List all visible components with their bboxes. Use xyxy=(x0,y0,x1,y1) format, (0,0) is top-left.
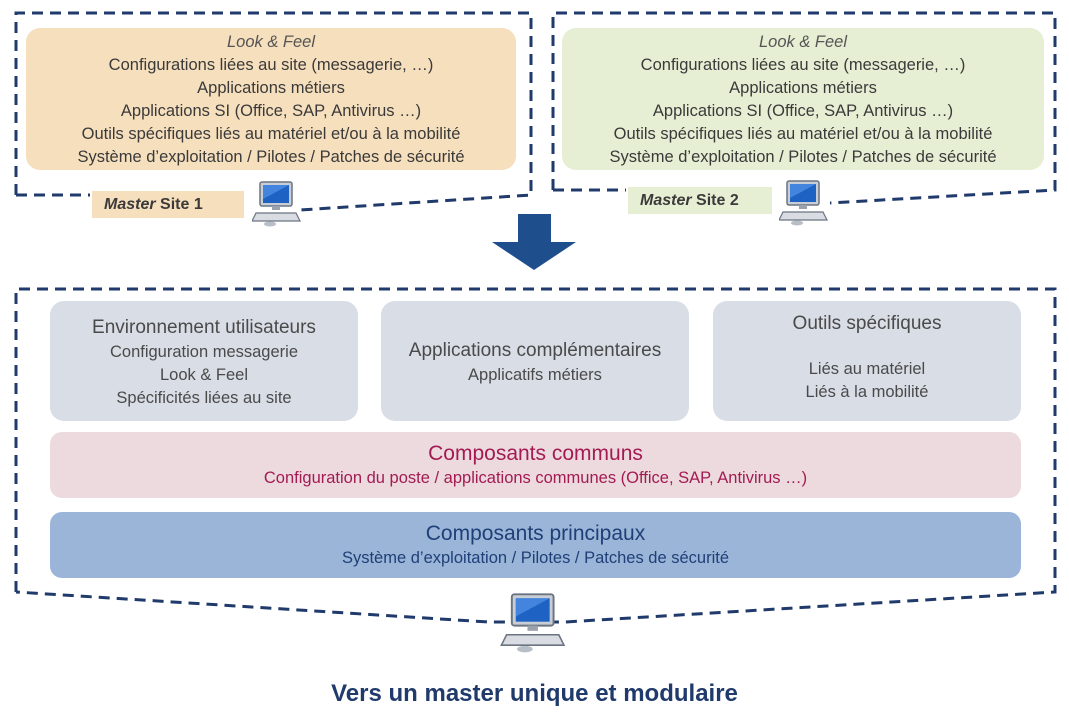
site1-line: Système d’exploitation / Pilotes / Patch… xyxy=(77,148,465,166)
site1-line: Applications SI (Office, SAP, Antivirus … xyxy=(120,102,422,120)
computer-icon xyxy=(252,181,301,227)
master-label: Master xyxy=(104,196,156,213)
site1-line: Applications métiers xyxy=(197,79,345,97)
module-item: Liés à la mobilité xyxy=(805,383,929,401)
site1-line: Look & Feel xyxy=(226,33,316,51)
site-label: Site 1 xyxy=(155,196,203,213)
master-frame xyxy=(14,287,1057,624)
site2-line: Outils spécifiques liés au matériel et/o… xyxy=(613,125,993,143)
site1-frame xyxy=(14,11,533,212)
site2-frame xyxy=(551,11,1057,205)
site1-line: Configurations liées au site (messagerie… xyxy=(108,56,434,74)
down-arrow-icon xyxy=(492,214,576,270)
site1-line: Outils spécifiques liés au matériel et/o… xyxy=(81,125,461,143)
module-item: Liés au matériel xyxy=(808,360,926,378)
computer-icon xyxy=(779,180,828,226)
module-item: Look & Feel xyxy=(159,366,249,384)
site2-panel: Look & Feel Configurations liées au site… xyxy=(562,28,1044,170)
site2-line: Configurations liées au site (messagerie… xyxy=(640,56,966,74)
master-site2-tag: Master Site 2 xyxy=(628,187,772,214)
module-title: Outils spécifiques xyxy=(792,313,942,334)
module-item: Spécificités liées au site xyxy=(116,389,292,407)
module-title: Applications complémentaires xyxy=(408,340,662,361)
composants-communs: Composants communs Configuration du post… xyxy=(50,432,1021,498)
principaux-title: Composants principaux xyxy=(425,522,646,545)
computer-icon xyxy=(500,593,566,653)
site-label: Site 2 xyxy=(691,192,739,209)
site2-line: Look & Feel xyxy=(758,33,848,51)
communs-title: Composants communs xyxy=(428,442,643,465)
master-label: Master xyxy=(640,192,692,209)
module-item: Applicatifs métiers xyxy=(468,366,602,384)
site1-panel: Look & Feel Configurations liées au site… xyxy=(26,28,516,170)
site2-line: Système d’exploitation / Pilotes / Patch… xyxy=(609,148,997,166)
module-title: Environnement utilisateurs xyxy=(92,317,316,338)
master-site1-tag: Master Site 1 xyxy=(92,191,244,218)
diagram-caption: Vers un master unique et modulaire xyxy=(331,680,738,707)
site2-line: Applications SI (Office, SAP, Antivirus … xyxy=(652,102,954,120)
site2-line: Applications métiers xyxy=(729,79,877,97)
module-item: Configuration messagerie xyxy=(109,343,299,361)
module-environnement: Environnement utilisateurs Configuration… xyxy=(50,301,358,421)
principaux-subtitle: Système d’exploitation / Pilotes / Patch… xyxy=(341,549,730,567)
module-applications: Applications complémentaires Applicatifs… xyxy=(381,301,689,421)
module-outils: Outils spécifiques Liés au matériel Liés… xyxy=(713,301,1021,421)
composants-principaux: Composants principaux Système d’exploita… xyxy=(50,512,1021,578)
communs-subtitle: Configuration du poste / applications co… xyxy=(263,469,808,487)
